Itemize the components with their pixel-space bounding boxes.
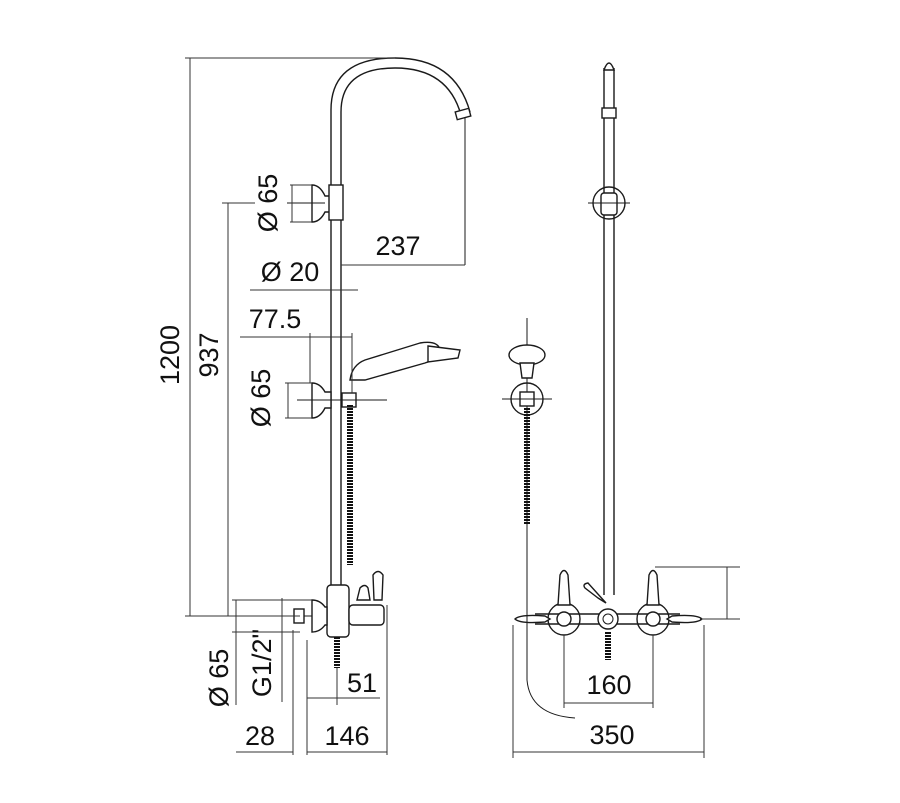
dim-inlet-centers: 160	[586, 670, 631, 700]
mixer-wall-flange	[311, 599, 328, 633]
front-upper-clamp	[600, 192, 618, 216]
hand-shower-handle	[349, 341, 441, 381]
dim-wall-to-flange: 28	[245, 721, 275, 751]
hand-shower-head	[427, 345, 461, 363]
left-side-handle	[514, 614, 552, 624]
dim-inlet-thread: G1/2"	[247, 629, 277, 697]
mixer-valve-body	[348, 604, 385, 626]
hose-curve	[526, 540, 576, 719]
shower-head-nozzle	[454, 107, 472, 121]
right-side-handle	[665, 614, 703, 624]
mixer-lever-handle	[372, 570, 384, 601]
left-lever-handle	[557, 569, 571, 606]
diverter-lever	[356, 584, 371, 601]
dim-outlet-offset: 51	[347, 668, 377, 698]
dim-mixer-depth: 146	[324, 721, 369, 751]
front-handshower-head	[508, 344, 546, 366]
dim-lower-bracket-diameter: Ø 65	[246, 369, 276, 428]
mixer-body	[326, 584, 350, 638]
dim-mixer-to-bracket: 937	[194, 332, 224, 377]
right-valve-cap	[645, 611, 661, 627]
gooseneck-outer	[330, 57, 471, 145]
front-diverter-lever	[583, 582, 607, 604]
dim-gooseneck-projection: 237	[375, 231, 420, 261]
side-view: 1200 937 Ø 65 237 Ø 20 77.5 Ø 65 Ø 65 G1…	[155, 57, 472, 755]
front-riser-collar	[601, 107, 617, 119]
front-handshower-neck	[519, 362, 535, 379]
dim-riser-diameter: Ø 20	[261, 257, 320, 287]
dim-total-height: 1200	[155, 325, 185, 385]
diverter-body	[597, 608, 619, 630]
upper-bracket-clamp	[328, 184, 344, 221]
diverter-center	[602, 613, 614, 625]
dim-overall-width: 350	[589, 720, 634, 750]
front-riser-top	[603, 62, 615, 71]
left-valve-cap	[556, 611, 572, 627]
right-lever-handle	[646, 569, 660, 606]
gooseneck-inner	[340, 67, 462, 145]
dim-upper-bracket-diameter: Ø 65	[253, 174, 283, 233]
dim-handshower-offset: 77.5	[249, 304, 302, 334]
dim-flange-diameter: Ø 65	[204, 649, 234, 708]
front-view: 160 350	[502, 62, 740, 758]
